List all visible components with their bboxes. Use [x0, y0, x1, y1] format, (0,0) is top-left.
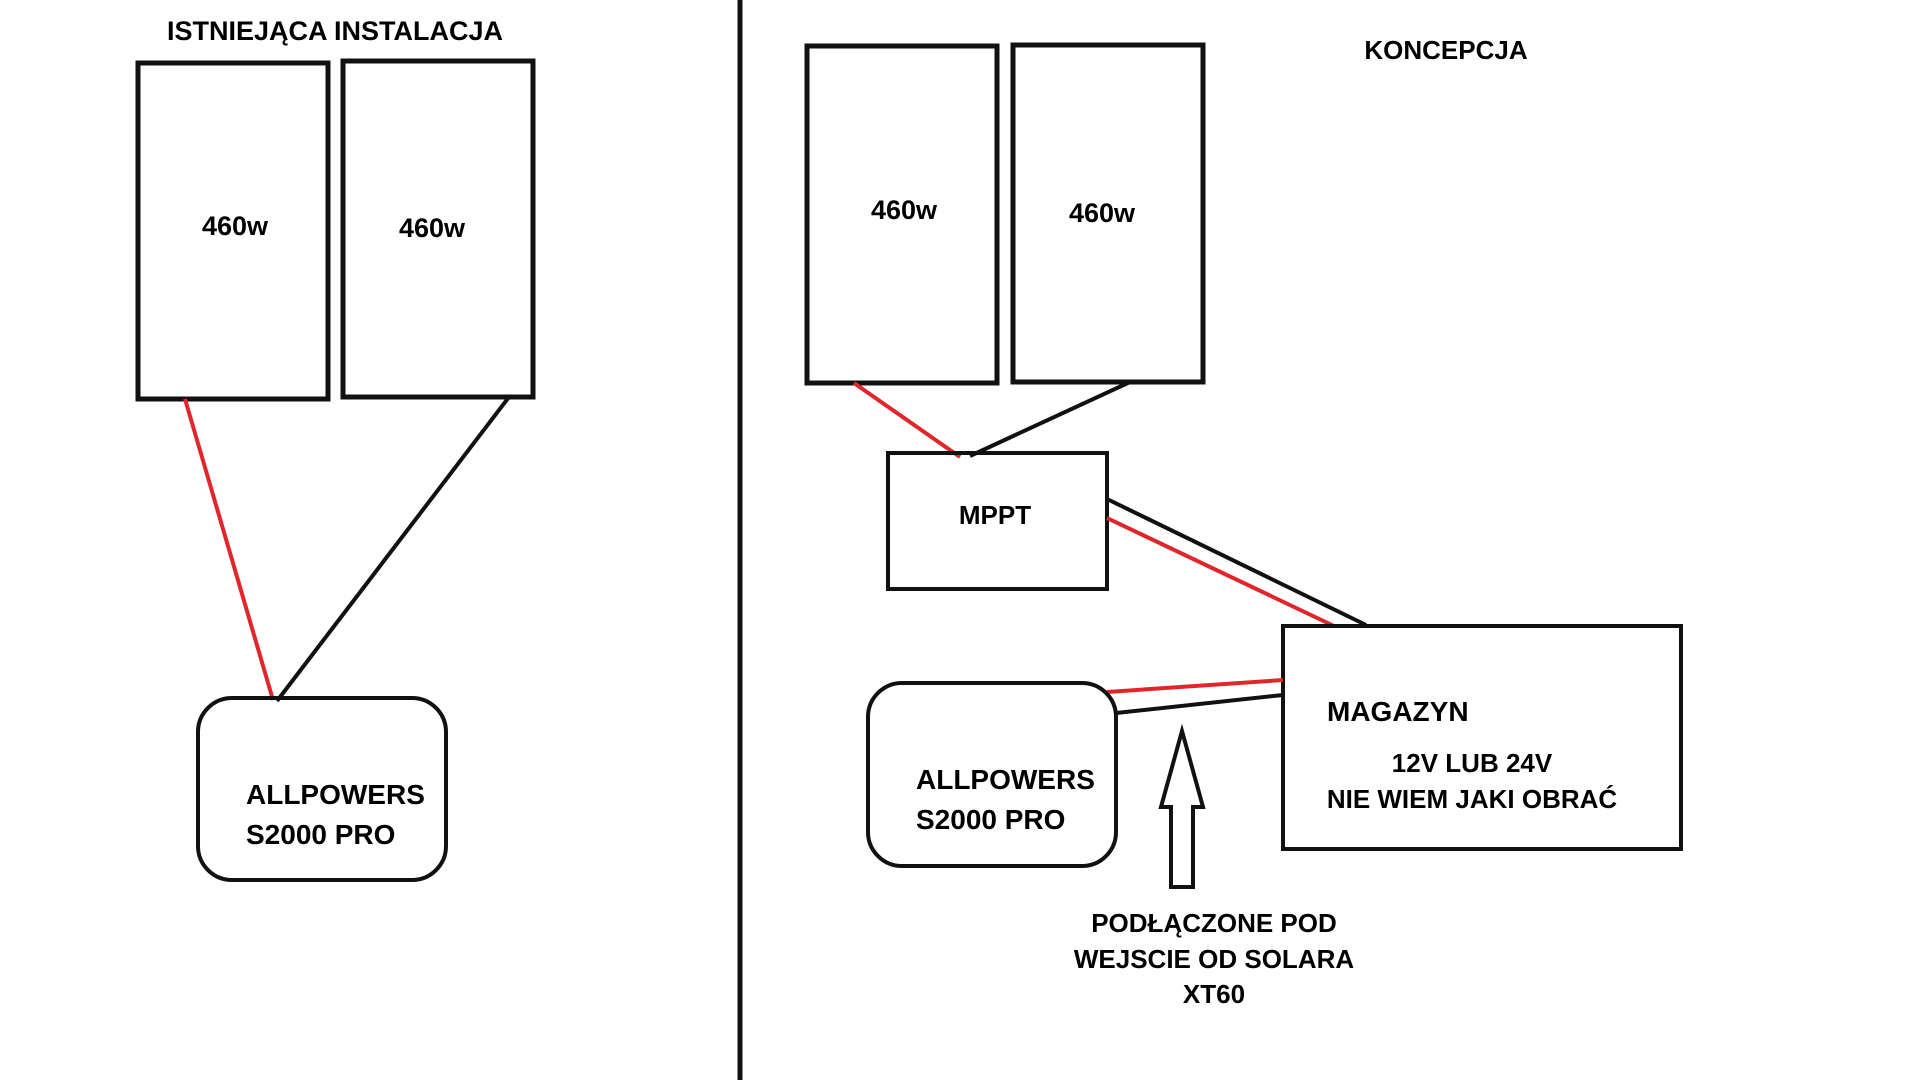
up-arrow-icon [1158, 723, 1206, 889]
right-power-station-line1: ALLPOWERS [916, 764, 1095, 795]
note-line-1: PODŁĄCZONE POD [1091, 908, 1337, 938]
right-title: KONCEPCJA [1364, 35, 1527, 65]
panel-to-mppt-positive-wire [852, 381, 962, 459]
mppt-controller [886, 451, 1109, 591]
mppt-to-storage-negative-wire [1106, 497, 1367, 627]
right-power-station [866, 681, 1118, 868]
mppt-to-storage-positive-wire [1106, 516, 1335, 628]
right-power-station-line2: S2000 PRO [916, 804, 1065, 835]
storage-question-line: NIE WIEM JAKI OBRAĆ [1327, 784, 1618, 814]
note-line-3: XT60 [1183, 979, 1245, 1009]
storage-battery [1281, 624, 1683, 851]
mppt-label: MPPT [959, 500, 1031, 530]
left-positive-wire [183, 398, 275, 701]
storage-title: MAGAZYN [1327, 696, 1469, 727]
left-solar-panel-2-label: 460w [399, 213, 466, 243]
note-line-2: WEJSCIE OD SOLARA [1074, 944, 1354, 974]
left-negative-wire [275, 395, 511, 703]
left-power-station-line1: ALLPOWERS [246, 779, 425, 810]
right-solar-panel-2-label: 460w [1069, 198, 1136, 228]
left-solar-panel-2 [340, 58, 536, 400]
right-solar-panel-1-label: 460w [871, 195, 938, 225]
left-title: ISTNIEJĄCA INSTALACJA [167, 16, 503, 46]
right-solar-panel-1 [804, 43, 1000, 386]
right-solar-panel-2 [1010, 42, 1206, 385]
left-power-station-line2: S2000 PRO [246, 819, 395, 850]
storage-to-station-positive-wire [1106, 678, 1284, 694]
panel-to-mppt-negative-wire [969, 380, 1131, 458]
storage-voltage-line: 12V LUB 24V [1392, 748, 1553, 778]
left-solar-panel-1 [135, 60, 331, 402]
storage-to-station-negative-wire [1115, 693, 1284, 715]
left-solar-panel-1-label: 460w [202, 211, 269, 241]
left-power-station [196, 696, 448, 882]
